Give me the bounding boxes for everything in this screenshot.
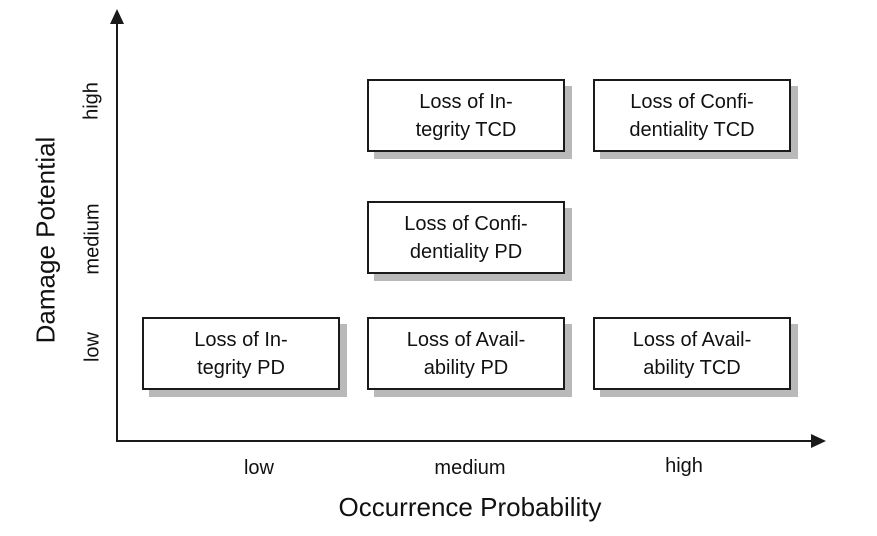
x-tick-high: high	[665, 455, 703, 477]
node-label-line: dentiality PD	[409, 240, 523, 263]
node-label-line: tegrity PD	[197, 356, 285, 379]
node-label-line: Loss of Avail-	[632, 328, 752, 351]
node-label-line: ability TCD	[643, 356, 741, 379]
x-tick-medium: medium	[434, 457, 506, 479]
node-loss-of-integrity-pd: Loss of In- tegrity PD	[142, 317, 340, 390]
node-loss-of-availability-pd: Loss of Avail- ability PD	[367, 317, 565, 390]
node-label-line: Loss of Confi-	[630, 90, 754, 113]
y-tick-low: low	[81, 331, 104, 363]
node-label-line: Loss of Avail-	[406, 328, 526, 351]
y-axis-line	[116, 16, 118, 442]
node-label-line: Loss of Confi-	[404, 212, 528, 235]
x-tick-low: low	[243, 457, 275, 479]
node-label-line: Loss of In-	[419, 90, 513, 113]
node-loss-of-confidentiality-pd: Loss of Confi- dentiality PD	[367, 201, 565, 274]
node-loss-of-availability-tcd: Loss of Avail- ability TCD	[593, 317, 791, 390]
y-tick-high: high	[80, 82, 103, 120]
node-loss-of-confidentiality-tcd: Loss of Confi- dentiality TCD	[593, 79, 791, 152]
y-tick-medium: medium	[81, 203, 104, 275]
node-loss-of-integrity-tcd: Loss of In- tegrity TCD	[367, 79, 565, 152]
x-axis-line	[116, 440, 814, 442]
y-axis-title: Damage Potential	[30, 136, 61, 344]
x-axis-arrowhead-icon	[811, 434, 826, 448]
node-label-line: ability PD	[423, 356, 509, 379]
node-label-line: Loss of In-	[194, 328, 288, 351]
node-label-line: tegrity TCD	[415, 118, 517, 141]
x-axis-title: Occurrence Probability	[338, 492, 602, 522]
node-label-line: dentiality TCD	[629, 118, 755, 141]
y-axis-arrowhead-icon	[110, 9, 124, 24]
